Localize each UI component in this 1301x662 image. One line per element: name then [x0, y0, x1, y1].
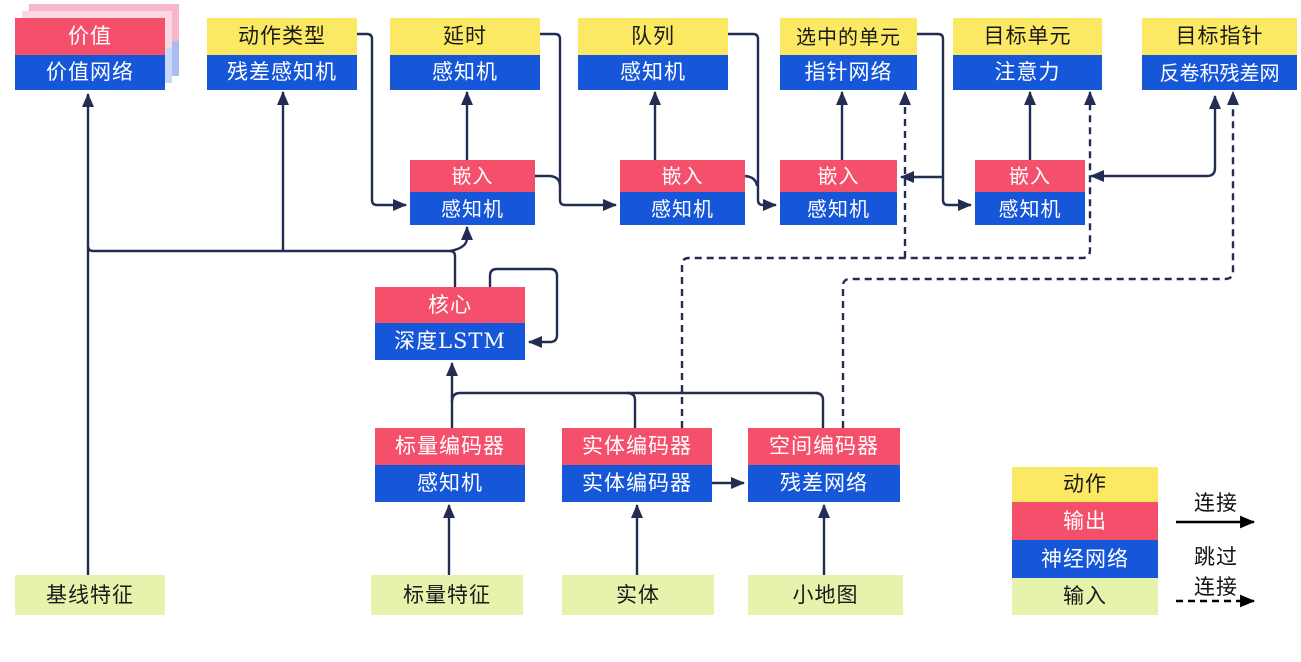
encoder-box-entity: 实体编码器 实体编码器	[562, 428, 712, 502]
embedding-2-network-label: 感知机	[620, 192, 745, 225]
head-box-action-type: 动作类型 残差感知机	[207, 18, 357, 90]
embedding-box-1: 嵌入 感知机	[410, 160, 535, 225]
baseline-features-label: 基线特征	[15, 575, 165, 615]
embedding-3-network-label: 感知机	[780, 192, 897, 225]
head-box-value: 价值 价值网络	[15, 18, 165, 90]
embedding-1-label: 嵌入	[410, 160, 535, 192]
value-output-label: 价值	[15, 18, 165, 55]
scalar-encoder-label: 标量编码器	[375, 428, 525, 465]
head-box-selected-units: 选中的单元 指针网络	[780, 18, 917, 90]
entity-encoder-label: 实体编码器	[562, 428, 712, 465]
entities-label: 实体	[562, 575, 714, 615]
head-box-queue: 队列 感知机	[578, 18, 728, 90]
selected-units-label: 选中的单元	[780, 18, 917, 55]
encoder-box-spatial: 空间编码器 残差网络	[748, 428, 900, 502]
target-unit-network-label: 注意力	[953, 55, 1102, 90]
entity-encoder-network-label: 实体编码器	[562, 465, 712, 502]
delay-network-label: 感知机	[390, 55, 540, 90]
action-type-network-label: 残差感知机	[207, 55, 357, 90]
embedding-box-2: 嵌入 感知机	[620, 160, 745, 225]
legend-solid-arrow-label: 连接	[1194, 491, 1238, 515]
input-box-entities: 实体	[562, 575, 714, 615]
head-box-target-pointer: 目标指针 反卷积残差网	[1142, 18, 1297, 90]
legend-dashed-arrow-label-line2: 连接	[1194, 575, 1238, 599]
embedding-1-network-label: 感知机	[410, 192, 535, 225]
spatial-encoder-label: 空间编码器	[748, 428, 900, 465]
legend-network-label: 神经网络	[1012, 540, 1158, 578]
target-unit-label: 目标单元	[953, 18, 1102, 55]
legend-input-label: 输入	[1012, 578, 1158, 615]
embedding-box-3: 嵌入 感知机	[780, 160, 897, 225]
target-pointer-label: 目标指针	[1142, 18, 1297, 55]
embedding-2-label: 嵌入	[620, 160, 745, 192]
embedding-4-network-label: 感知机	[975, 192, 1085, 225]
selected-units-network-label: 指针网络	[780, 55, 917, 90]
core-label: 核心	[375, 287, 525, 323]
input-box-minimap: 小地图	[748, 575, 903, 615]
target-pointer-network-label: 反卷积残差网	[1142, 55, 1297, 90]
legend-action-label: 动作	[1012, 467, 1158, 502]
core-box: 核心 深度LSTM	[375, 287, 525, 360]
spatial-encoder-network-label: 残差网络	[748, 465, 900, 502]
head-box-delay: 延时 感知机	[390, 18, 540, 90]
value-network-label: 价值网络	[15, 55, 165, 90]
embedding-4-label: 嵌入	[975, 160, 1085, 192]
core-network-label: 深度LSTM	[375, 323, 525, 360]
legend-color-key: 动作 输出 神经网络 输入	[1012, 467, 1158, 615]
embedding-box-4: 嵌入 感知机	[975, 160, 1085, 225]
delay-label: 延时	[390, 18, 540, 55]
action-type-label: 动作类型	[207, 18, 357, 55]
legend-dashed-arrow-label-line1: 跳过	[1194, 545, 1238, 569]
input-box-baseline-features: 基线特征	[15, 575, 165, 615]
queue-network-label: 感知机	[578, 55, 728, 90]
queue-label: 队列	[578, 18, 728, 55]
minimap-label: 小地图	[748, 575, 903, 615]
encoder-box-scalar: 标量编码器 感知机	[375, 428, 525, 502]
embedding-3-label: 嵌入	[780, 160, 897, 192]
scalar-features-label: 标量特征	[371, 575, 523, 615]
head-box-target-unit: 目标单元 注意力	[953, 18, 1102, 90]
input-box-scalar-features: 标量特征	[371, 575, 523, 615]
scalar-encoder-network-label: 感知机	[375, 465, 525, 502]
legend-output-label: 输出	[1012, 502, 1158, 540]
